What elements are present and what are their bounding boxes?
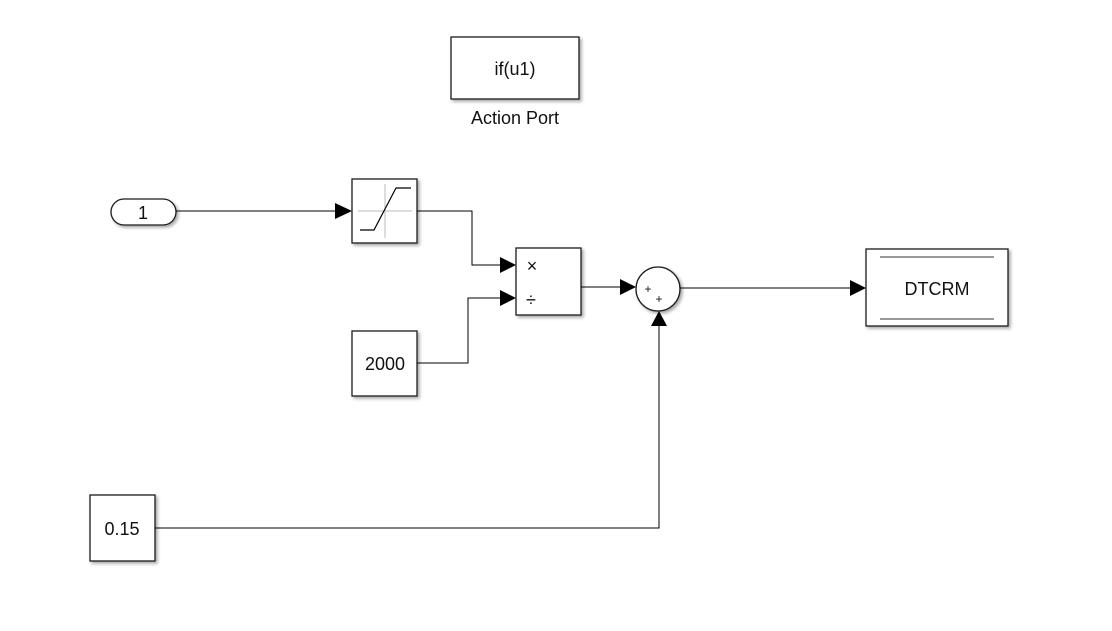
- constant-2000-block[interactable]: 2000: [351, 330, 418, 397]
- sum-sign-1: +: [644, 282, 651, 296]
- sum-sign-2: +: [655, 292, 662, 306]
- arrow-head: [651, 311, 667, 326]
- inport-label: 1: [138, 203, 148, 223]
- product-divide-sign: ÷: [526, 290, 536, 310]
- action-port-caption: Action Port: [471, 108, 559, 128]
- arrow-head: [850, 280, 866, 296]
- action-port-label: if(u1): [494, 59, 535, 79]
- goto-dtcrm-block[interactable]: DTCRM: [865, 248, 1009, 327]
- wire-2000-to-product[interactable]: [417, 297, 503, 364]
- constant-0-15-block[interactable]: 0.15: [89, 494, 156, 562]
- wire-0-15-to-sum[interactable]: [155, 322, 660, 529]
- arrow-head: [500, 257, 516, 273]
- saturation-block[interactable]: [351, 178, 418, 244]
- product-block[interactable]: × ÷: [515, 247, 582, 316]
- product-multiply-sign: ×: [527, 256, 538, 276]
- constant-2000-label: 2000: [365, 354, 405, 374]
- constant-0-15-label: 0.15: [104, 519, 139, 539]
- arrow-head: [335, 203, 352, 219]
- wire-saturation-to-product[interactable]: [417, 210, 503, 266]
- inport-block[interactable]: 1: [110, 198, 177, 226]
- sum-block[interactable]: + +: [635, 266, 681, 312]
- saturation-icon: [360, 187, 411, 231]
- arrow-head: [500, 290, 516, 306]
- goto-label: DTCRM: [905, 279, 970, 299]
- arrow-head: [620, 279, 636, 295]
- action-port-block[interactable]: if(u1): [450, 36, 580, 100]
